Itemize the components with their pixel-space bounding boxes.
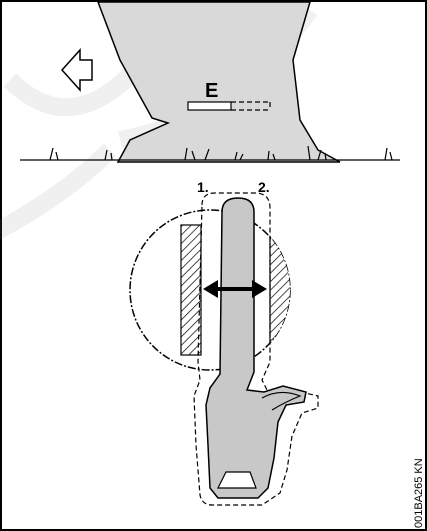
hollow-left-arrow-icon (60, 48, 93, 92)
saw-outline-dashed (193, 192, 319, 506)
handle-cutout (217, 471, 257, 489)
hatched-zone-left (180, 224, 202, 356)
position-2-label: 2. (258, 179, 270, 195)
ground-line (20, 145, 400, 161)
e-label: E (205, 80, 218, 102)
position-1-label: 1. (197, 179, 209, 195)
chainsaw (205, 197, 307, 499)
double-headed-arrow-icon (203, 280, 267, 298)
figure-code: 001BA265 KN (413, 458, 425, 528)
tree-trunk (96, 1, 341, 163)
hatched-zone-right (269, 224, 290, 356)
e-marker (187, 101, 271, 111)
front-handle (261, 391, 302, 411)
